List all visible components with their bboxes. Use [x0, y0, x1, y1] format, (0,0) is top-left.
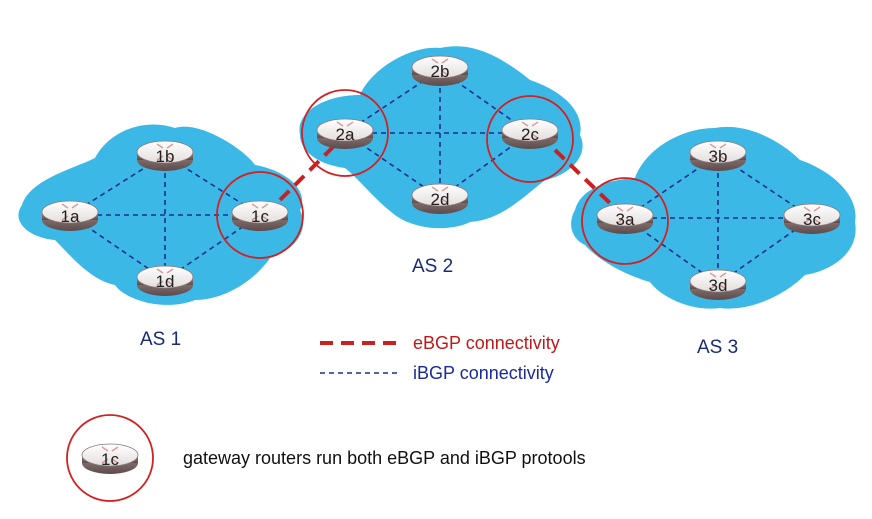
router-1a: 1a: [41, 200, 99, 232]
router-2c-label: 2c: [521, 125, 539, 144]
router-3c: 3c: [783, 203, 841, 235]
legend-ibgp-label: iBGP connectivity: [413, 363, 554, 383]
gateway-note-text: gateway routers run both eBGP and iBGP p…: [183, 448, 586, 468]
gateway-circle-icon: [66, 414, 154, 502]
router-1b-label: 1b: [156, 147, 175, 166]
legend-ebgp-label: eBGP connectivity: [413, 333, 560, 353]
as1-label: AS 1: [140, 329, 181, 350]
gateway-circle-icon: [301, 89, 389, 177]
router-3a-label: 3a: [616, 210, 635, 229]
router-3d: 3d: [689, 269, 747, 301]
gateway-note-router-label: 1c: [101, 450, 119, 469]
router-2a: 2a: [316, 118, 374, 150]
ebgp-link-2c-3a: [553, 148, 617, 210]
as2-label: AS 2: [412, 256, 453, 277]
router-2d-label: 2d: [431, 190, 450, 209]
router-1a-label: 1a: [61, 207, 80, 226]
gateway-circle-icon: [216, 171, 304, 259]
router-1d-label: 1d: [156, 272, 175, 291]
router-2a-label: 2a: [336, 125, 355, 144]
router-2b-label: 2b: [431, 62, 450, 81]
router-3b-label: 3b: [709, 147, 728, 166]
router-1d: 1d: [136, 265, 194, 297]
legend: eBGP connectivity iBGP connectivity: [320, 333, 560, 383]
router-1c: 1c: [231, 200, 289, 232]
router-1c-label: 1c: [251, 207, 269, 226]
router-2c: 2c: [501, 118, 559, 150]
router-2d: 2d: [411, 183, 469, 215]
as2-cloud: [299, 46, 583, 229]
gateway-circle-icon: [581, 177, 669, 265]
as3-label: AS 3: [697, 337, 738, 358]
as3-cloud: [571, 126, 856, 309]
router-1b: 1b: [136, 140, 194, 172]
router-3d-label: 3d: [709, 276, 728, 295]
router-2b: 2b: [411, 55, 469, 87]
ebgp-link-1c-2a: [278, 143, 337, 202]
router-3a: 3a: [596, 203, 654, 235]
gateway-circle-icon: [486, 95, 574, 183]
router-3b: 3b: [689, 140, 747, 172]
gateway-note: 1c gateway routers run both eBGP and iBG…: [66, 414, 586, 502]
router-3c-label: 3c: [803, 210, 821, 229]
